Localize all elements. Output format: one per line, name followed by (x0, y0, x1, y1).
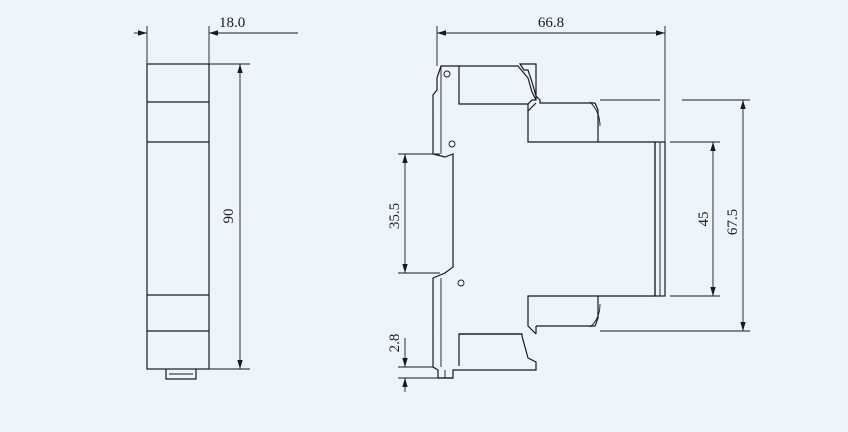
screw-hole (457, 279, 465, 287)
top-cover-curve (589, 101, 601, 127)
outer-height-label: 67.5 (725, 209, 741, 235)
foot-dimension-label: 2.8 (387, 334, 403, 353)
inner-height-label: 45 (696, 212, 712, 227)
screw-hole (448, 140, 456, 148)
front-body-outline (146, 63, 210, 370)
top-cover-edge (594, 102, 599, 142)
depth-dimension-label: 66.8 (538, 15, 564, 31)
bottom-cover-edge (536, 296, 599, 327)
height-dimension-label: 90 (221, 209, 237, 224)
front-view: 18.0 90 (134, 15, 298, 380)
rail-dimension-label: 35.5 (387, 203, 403, 229)
top-terminal (459, 65, 537, 101)
side-view: 66.8 35.5 2.8 45 67.5 (387, 15, 750, 392)
width-dimension-label: 18.0 (219, 15, 245, 31)
bottom-cover-curve (589, 303, 601, 328)
screw-hole (443, 70, 451, 78)
front-clip (165, 369, 197, 380)
